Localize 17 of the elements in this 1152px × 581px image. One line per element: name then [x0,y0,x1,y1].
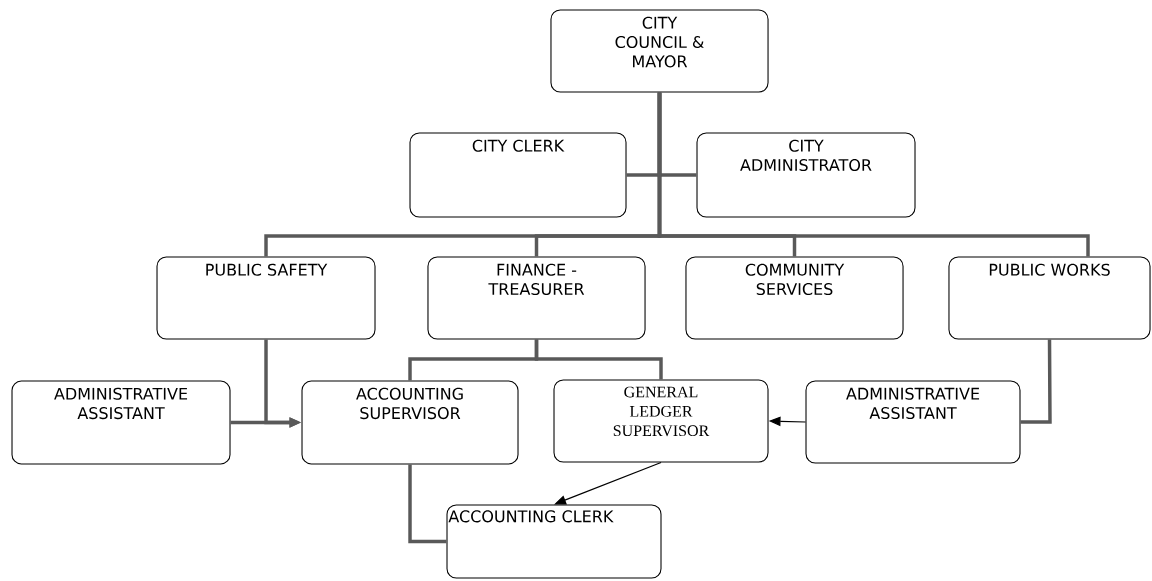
connector-line [408,464,447,544]
org-box: PUBLIC WORKS [948,256,1151,340]
org-box: CITY CLERK [409,132,627,218]
org-box: ACCOUNTING SUPERVISOR [301,380,519,465]
org-box: FINANCE - TREASURER [427,256,646,340]
org-box: COMMUNITY SERVICES [685,256,904,340]
org-box: CITY ADMINISTRATOR [696,132,916,218]
org-box: PUBLIC SAFETY [156,256,376,340]
connector-line [534,339,663,380]
connector-line [657,92,1090,257]
org-box: CITY COUNCIL & MAYOR [550,9,769,93]
org-box: ADMINISTRATIVE ASSISTANT [11,380,231,465]
org-box: GENERAL LEDGER SUPERVISOR [553,379,769,463]
org-box: ACCOUNTING CLERK [446,504,662,579]
arrow [554,461,662,505]
connector-line [1020,339,1052,424]
org-box: ADMINISTRATIVE ASSISTANT [805,380,1021,464]
